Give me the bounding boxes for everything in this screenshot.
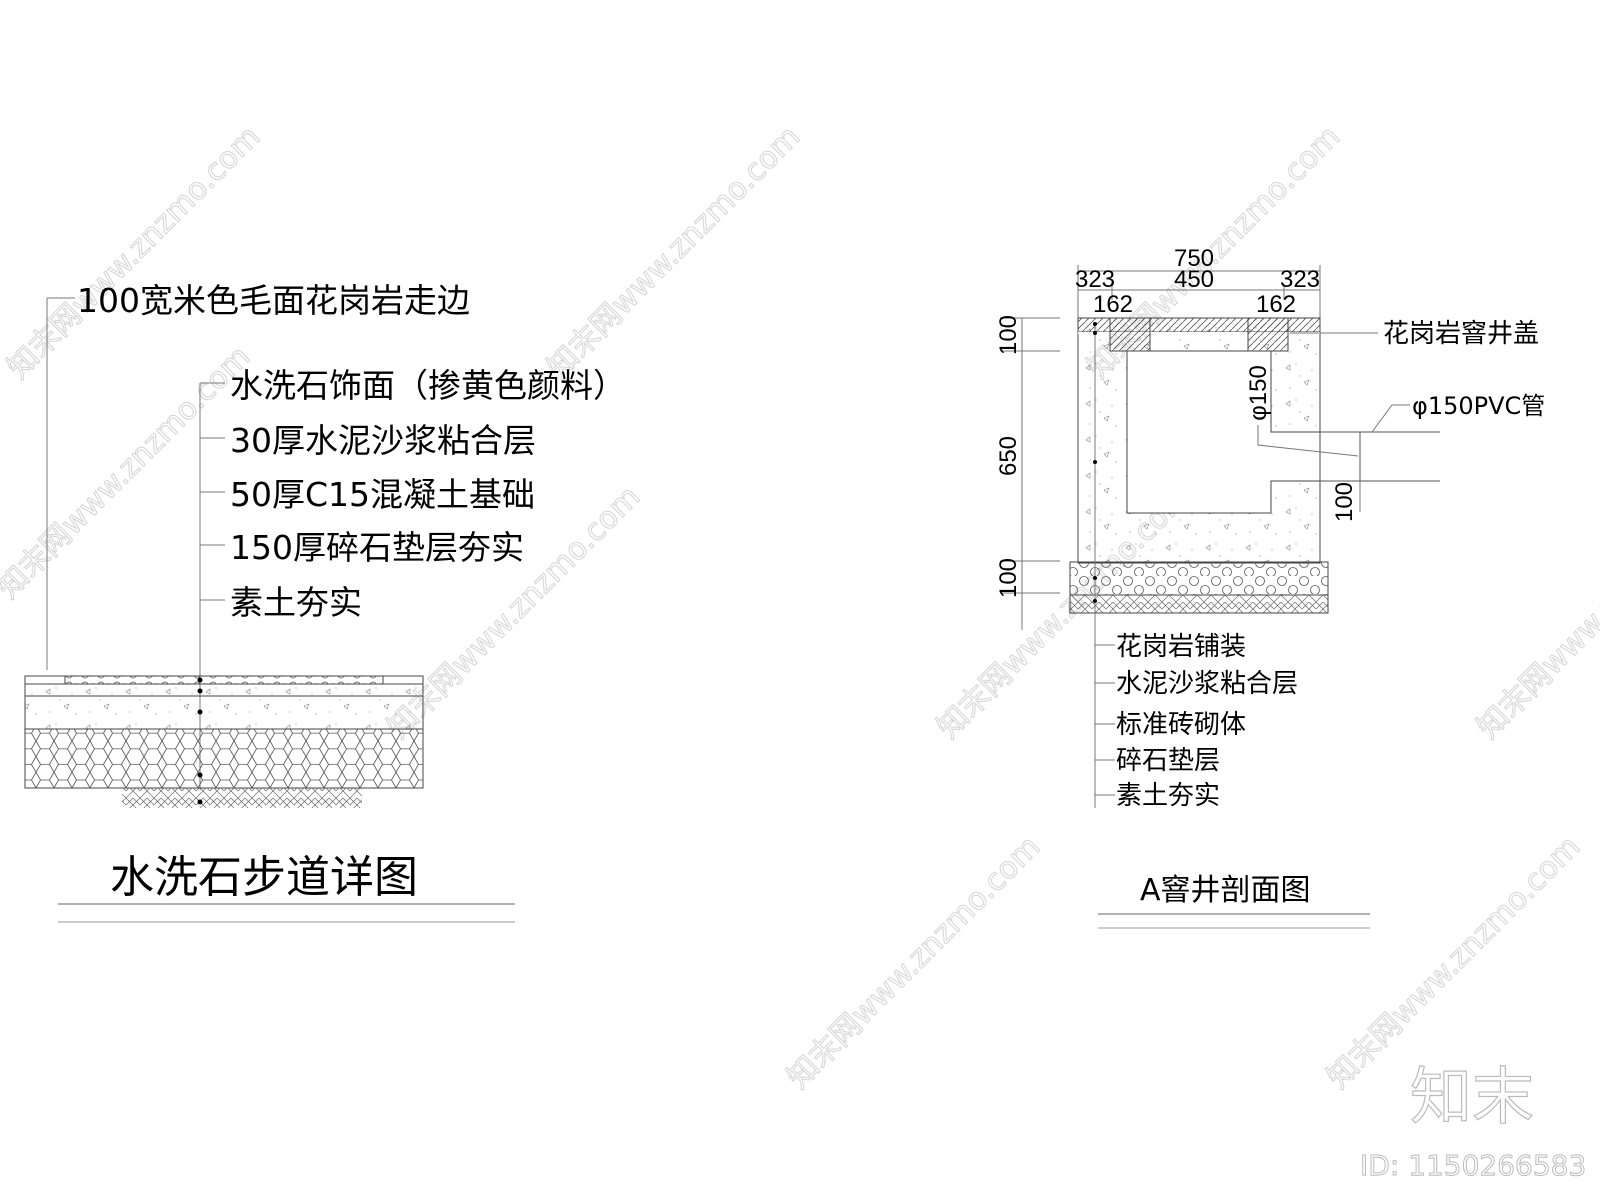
watermark-text: 知末网www.znzmo.com: [1321, 829, 1587, 1095]
dim-left: 323: [1075, 266, 1115, 293]
dim-vertical: 650: [995, 436, 1022, 476]
layer-label: 150厚碎石垫层夯实: [230, 528, 524, 567]
manhole-detail: 750 323 450 323 162 162 100 650 100: [995, 245, 1545, 929]
dim-vertical: 100: [995, 315, 1022, 355]
edge-stone-label: 100宽米色毛面花岗岩走边: [77, 281, 470, 320]
walkway-section: [24, 675, 424, 808]
watermark-text: 知末网www.znzmo.com: [1471, 479, 1600, 745]
brand-watermark: 知末 ID: 1150266583: [1360, 1059, 1587, 1182]
watermark-text: 知末网www.znzmo.com: [541, 119, 807, 385]
manhole-title: A窨井剖面图: [1140, 873, 1311, 908]
layer-label: 标准砖砌体: [1116, 710, 1246, 740]
walkway-detail: 100宽米色毛面花岗岩走边 水洗石饰面（掺黄色颜料） 30厚水泥沙浆粘合层 50…: [24, 281, 626, 923]
dim-middle: 450: [1174, 266, 1214, 293]
layer-label: 碎石垫层: [1116, 746, 1220, 776]
image-id: ID: 1150266583: [1360, 1149, 1586, 1182]
walkway-title: 水洗石步道详图: [110, 852, 418, 903]
pipe-offset-label: 100: [1331, 482, 1358, 522]
layer-label: 50厚C15混凝土基础: [230, 475, 535, 514]
pipe-label: φ150PVC管: [1412, 392, 1545, 420]
brand-logo: 知末: [1410, 1060, 1534, 1133]
cover-label: 花岗岩窨井盖: [1383, 319, 1539, 349]
layer-label: 水洗石饰面（掺黄色颜料）: [230, 366, 626, 405]
manhole-section: [1069, 317, 1440, 808]
layer-label: 花岗岩铺装: [1116, 632, 1246, 662]
dim-right: 323: [1280, 266, 1320, 293]
layer-label: 素土夯实: [230, 583, 362, 622]
dim-left-inner: 162: [1093, 291, 1133, 318]
dim-vertical: 100: [995, 558, 1022, 598]
dim-right-inner: 162: [1256, 291, 1296, 318]
layer-label: 素土夯实: [1116, 781, 1220, 811]
watermark-text: 知末网www.znzmo.com: [0, 339, 257, 605]
layer-label: 30厚水泥沙浆粘合层: [230, 421, 536, 460]
watermark-text: 知末网www.znzmo.com: [781, 829, 1047, 1095]
layer-label: 水泥沙浆粘合层: [1116, 669, 1298, 699]
dim-overall: 750: [1174, 245, 1214, 272]
pipe-diameter-label: φ150: [1245, 365, 1272, 421]
